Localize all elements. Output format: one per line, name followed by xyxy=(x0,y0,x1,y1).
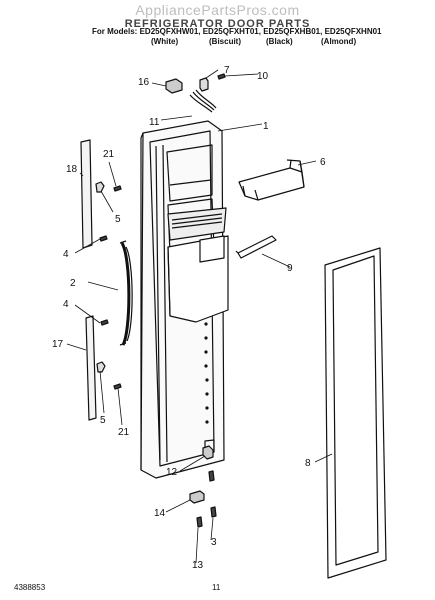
color-4: (Almond) xyxy=(321,37,357,46)
handle-screw-upper xyxy=(99,235,108,242)
callout-13: 13 xyxy=(192,560,204,571)
model-list: For Models: ED25QFXHW01, ED25QFXHT01, ED… xyxy=(92,27,382,37)
callout-3: 3 xyxy=(211,537,217,548)
screw-lower xyxy=(113,383,122,390)
door-gasket xyxy=(324,247,387,579)
callout-4a: 4 xyxy=(63,249,69,260)
trim-strip-upper xyxy=(80,139,93,249)
hinge-screw xyxy=(217,73,226,80)
door-handle xyxy=(119,240,133,346)
callout-2: 2 xyxy=(70,278,76,289)
door-shelf-bin xyxy=(238,159,305,201)
callout-4b: 4 xyxy=(63,299,69,310)
color-1: (White) xyxy=(151,37,179,46)
model-3: ED25QFXHB01, xyxy=(263,27,323,36)
page-number: 11 xyxy=(212,583,221,592)
callout-labels: 1 2 3 4 4 5 5 6 7 8 9 10 11 12 13 14 16 … xyxy=(52,65,326,571)
screw-upper xyxy=(113,185,122,192)
trim-strip-lower xyxy=(85,315,97,421)
model-2: ED25QFXHT01, xyxy=(202,27,261,36)
model-4: ED25QFXHN01 xyxy=(324,27,382,36)
callout-21a: 21 xyxy=(103,149,115,160)
watermark: AppliancePartsPros.com xyxy=(135,2,300,18)
handle-screw-lower xyxy=(100,319,109,326)
callout-18: 18 xyxy=(66,164,78,175)
callout-5a: 5 xyxy=(115,214,121,225)
leader-lines xyxy=(66,69,333,564)
callout-21b: 21 xyxy=(118,427,130,438)
hinge-cap xyxy=(165,78,183,94)
callout-17: 17 xyxy=(52,339,64,350)
callout-5b: 5 xyxy=(100,415,106,426)
color-3: (Black) xyxy=(266,37,293,46)
door-assembly xyxy=(140,120,229,479)
clip-upper xyxy=(95,181,105,193)
hinge-bushing xyxy=(199,77,209,92)
callout-8: 8 xyxy=(305,458,311,469)
wire-harness xyxy=(189,89,217,113)
models-label: For Models: xyxy=(92,27,138,36)
color-2: (Biscuit) xyxy=(209,37,241,46)
callout-6: 6 xyxy=(320,157,326,168)
callout-7: 7 xyxy=(224,65,230,76)
bottom-screw-lower xyxy=(196,516,203,528)
bottom-hinge-block xyxy=(189,490,205,504)
callout-9: 9 xyxy=(287,263,293,274)
callout-1: 1 xyxy=(263,121,269,132)
document-code: 4388853 xyxy=(14,583,46,592)
callout-12: 12 xyxy=(166,467,178,478)
callout-16: 16 xyxy=(138,77,150,88)
callout-14: 14 xyxy=(154,508,166,519)
callout-10: 10 xyxy=(257,71,269,82)
callout-11: 11 xyxy=(149,117,160,128)
trim-piece xyxy=(235,235,277,259)
bottom-screw-right xyxy=(210,506,217,518)
clip-lower xyxy=(96,361,106,373)
bottom-screw-upper xyxy=(208,470,215,482)
page-title: REFRIGERATOR DOOR PARTS xyxy=(124,18,311,30)
model-1: ED25QFXHW01, xyxy=(139,27,201,36)
bottom-bushing xyxy=(202,445,214,460)
